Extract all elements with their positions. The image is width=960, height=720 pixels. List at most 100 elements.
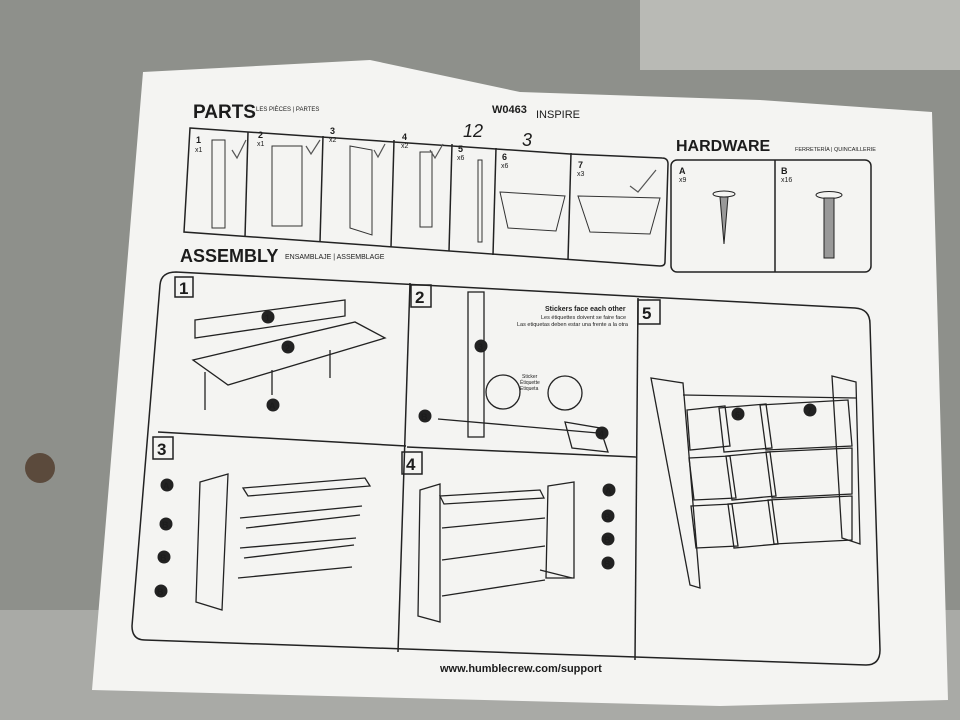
step-2-note-title: Stickers face each other xyxy=(545,306,626,313)
callout-b-step4-3: B xyxy=(601,556,615,570)
part-5-number: 5 xyxy=(458,144,463,154)
parts-title: PARTS xyxy=(193,102,256,123)
background-shelf xyxy=(640,0,960,70)
part-2-qty: x1 xyxy=(257,141,265,148)
part-6-qty: x6 xyxy=(501,163,509,170)
part-1-number: 1 xyxy=(196,135,201,145)
step-1: 1 xyxy=(174,276,194,298)
hardware-title: HARDWARE xyxy=(676,138,771,155)
callout-b-label: B xyxy=(421,412,428,422)
parts-subtitle: LES PIÈCES | PARTES xyxy=(256,106,319,113)
step-1-number: 1 xyxy=(179,279,188,298)
callout-7-label: 7 xyxy=(807,406,812,416)
callout-b-step3-1-label: B xyxy=(162,520,169,530)
callout-a-label: A xyxy=(269,401,276,411)
part-7-drawing xyxy=(577,195,661,235)
step-5-number: 5 xyxy=(642,304,651,323)
handwritten-note-12: 12 xyxy=(463,121,483,141)
step-2-number: 2 xyxy=(415,288,424,307)
part-7-number: 7 xyxy=(578,160,583,170)
callout-b-step4-1-label: B xyxy=(604,512,611,522)
callout-1-label: 1 xyxy=(265,313,270,323)
part-6-number: 6 xyxy=(502,152,507,162)
callout-b-step4-2-label: B xyxy=(604,535,611,545)
part-3-drawing xyxy=(349,145,373,236)
part-7-qty: x3 xyxy=(577,171,585,178)
bolt-icon xyxy=(815,191,843,259)
part-3-number: 3 xyxy=(330,126,335,136)
callout-6-label: 6 xyxy=(735,410,740,420)
callout-b-step3-2: B xyxy=(157,550,171,564)
part-5: 5 x6 xyxy=(457,144,483,243)
callout-1: 1 xyxy=(261,310,275,324)
hardware-box xyxy=(670,159,872,273)
step-5-illustration xyxy=(650,375,861,589)
callout-2-label: 2 xyxy=(285,343,290,353)
step-3-illustration xyxy=(195,473,372,611)
assembly-frame xyxy=(131,271,881,666)
callout-b-step4-3-label: B xyxy=(604,559,611,569)
part-1-qty: x1 xyxy=(195,147,203,154)
callout-3: 3 xyxy=(474,339,488,353)
handwritten-note-3: 3 xyxy=(522,130,532,150)
callout-a-step3-label: A xyxy=(163,481,170,491)
parts-list: 1 x1 2 x1 3 x2 4 x2 5 x6 6 x6 xyxy=(195,126,661,243)
step-4-number: 4 xyxy=(406,455,416,474)
step-1-illustration xyxy=(191,299,387,410)
part-6: 6 x6 xyxy=(499,152,566,232)
part-5-qty: x6 xyxy=(457,155,465,162)
hardware-item-a: A x9 xyxy=(679,166,736,245)
assembly-title: ASSEMBLY xyxy=(180,246,278,266)
part-3: 3 x2 xyxy=(329,126,373,236)
callout-b-step3-2-label: B xyxy=(160,553,167,563)
callout-a-step4-label: A xyxy=(605,486,612,496)
step-5: 5 xyxy=(637,299,661,325)
step-4-illustration xyxy=(417,481,575,623)
callout-b-step2: B xyxy=(418,409,432,423)
step-4-hardware-callouts: A B B B xyxy=(601,483,616,570)
parts-box xyxy=(183,127,669,267)
callout-4-label: 4 xyxy=(599,429,604,439)
part-4-number: 4 xyxy=(402,132,407,142)
callout-b-step3-1: B xyxy=(159,517,173,531)
step-3-hardware-callouts: A B B B xyxy=(154,478,174,598)
step-3: 3 xyxy=(152,436,174,460)
step-2-illustration xyxy=(437,291,609,453)
support-url: www.humblecrew.com/support xyxy=(439,663,602,675)
callout-b-step4-1: B xyxy=(601,509,615,523)
step-2: 2 xyxy=(410,284,432,308)
callout-2: 2 xyxy=(281,340,295,354)
part-7: 7 x3 xyxy=(577,160,661,235)
callout-3-label: 3 xyxy=(478,342,483,352)
callout-b-step3-3: B xyxy=(154,584,168,598)
callout-a-step3: A xyxy=(160,478,174,492)
hardware-a-qty: x9 xyxy=(679,177,687,184)
part-2: 2 x1 xyxy=(257,130,303,227)
hardware-subtitle: FERRETERÍA | QUINCAILLERIE xyxy=(795,146,876,153)
step-2-note-es: Las etiquetas deben estar una frente a l… xyxy=(517,322,629,328)
callout-6: 6 xyxy=(731,407,745,421)
callout-b-step4-2: B xyxy=(601,532,615,546)
part-4-qty: x2 xyxy=(401,143,409,150)
part-4-drawing xyxy=(419,151,433,228)
hardware-b-letter: B xyxy=(781,166,788,176)
sticker-label-en: Sticker xyxy=(522,374,538,380)
wood-screw-icon xyxy=(712,190,736,245)
step-3-number: 3 xyxy=(157,440,166,459)
part-2-number: 2 xyxy=(258,130,263,140)
hardware-item-b: B x16 xyxy=(781,166,843,259)
part-1-drawing xyxy=(211,139,226,229)
model-name: INSPIRE xyxy=(536,109,580,121)
handwritten-checkmarks xyxy=(231,139,657,193)
callout-a-step4: A xyxy=(602,483,616,497)
part-2-drawing xyxy=(271,145,303,227)
part-6-drawing xyxy=(499,191,566,232)
screw-hole xyxy=(25,453,55,483)
callout-b-step3-3-label: B xyxy=(157,587,164,597)
part-5-drawing xyxy=(477,159,483,243)
step-4: 4 xyxy=(401,451,423,475)
part-1: 1 x1 xyxy=(195,135,226,229)
step-2-note-fr: Les étiquettes doivent se faire face xyxy=(541,315,626,321)
sticker-label-fr: Étiquette xyxy=(520,379,540,386)
